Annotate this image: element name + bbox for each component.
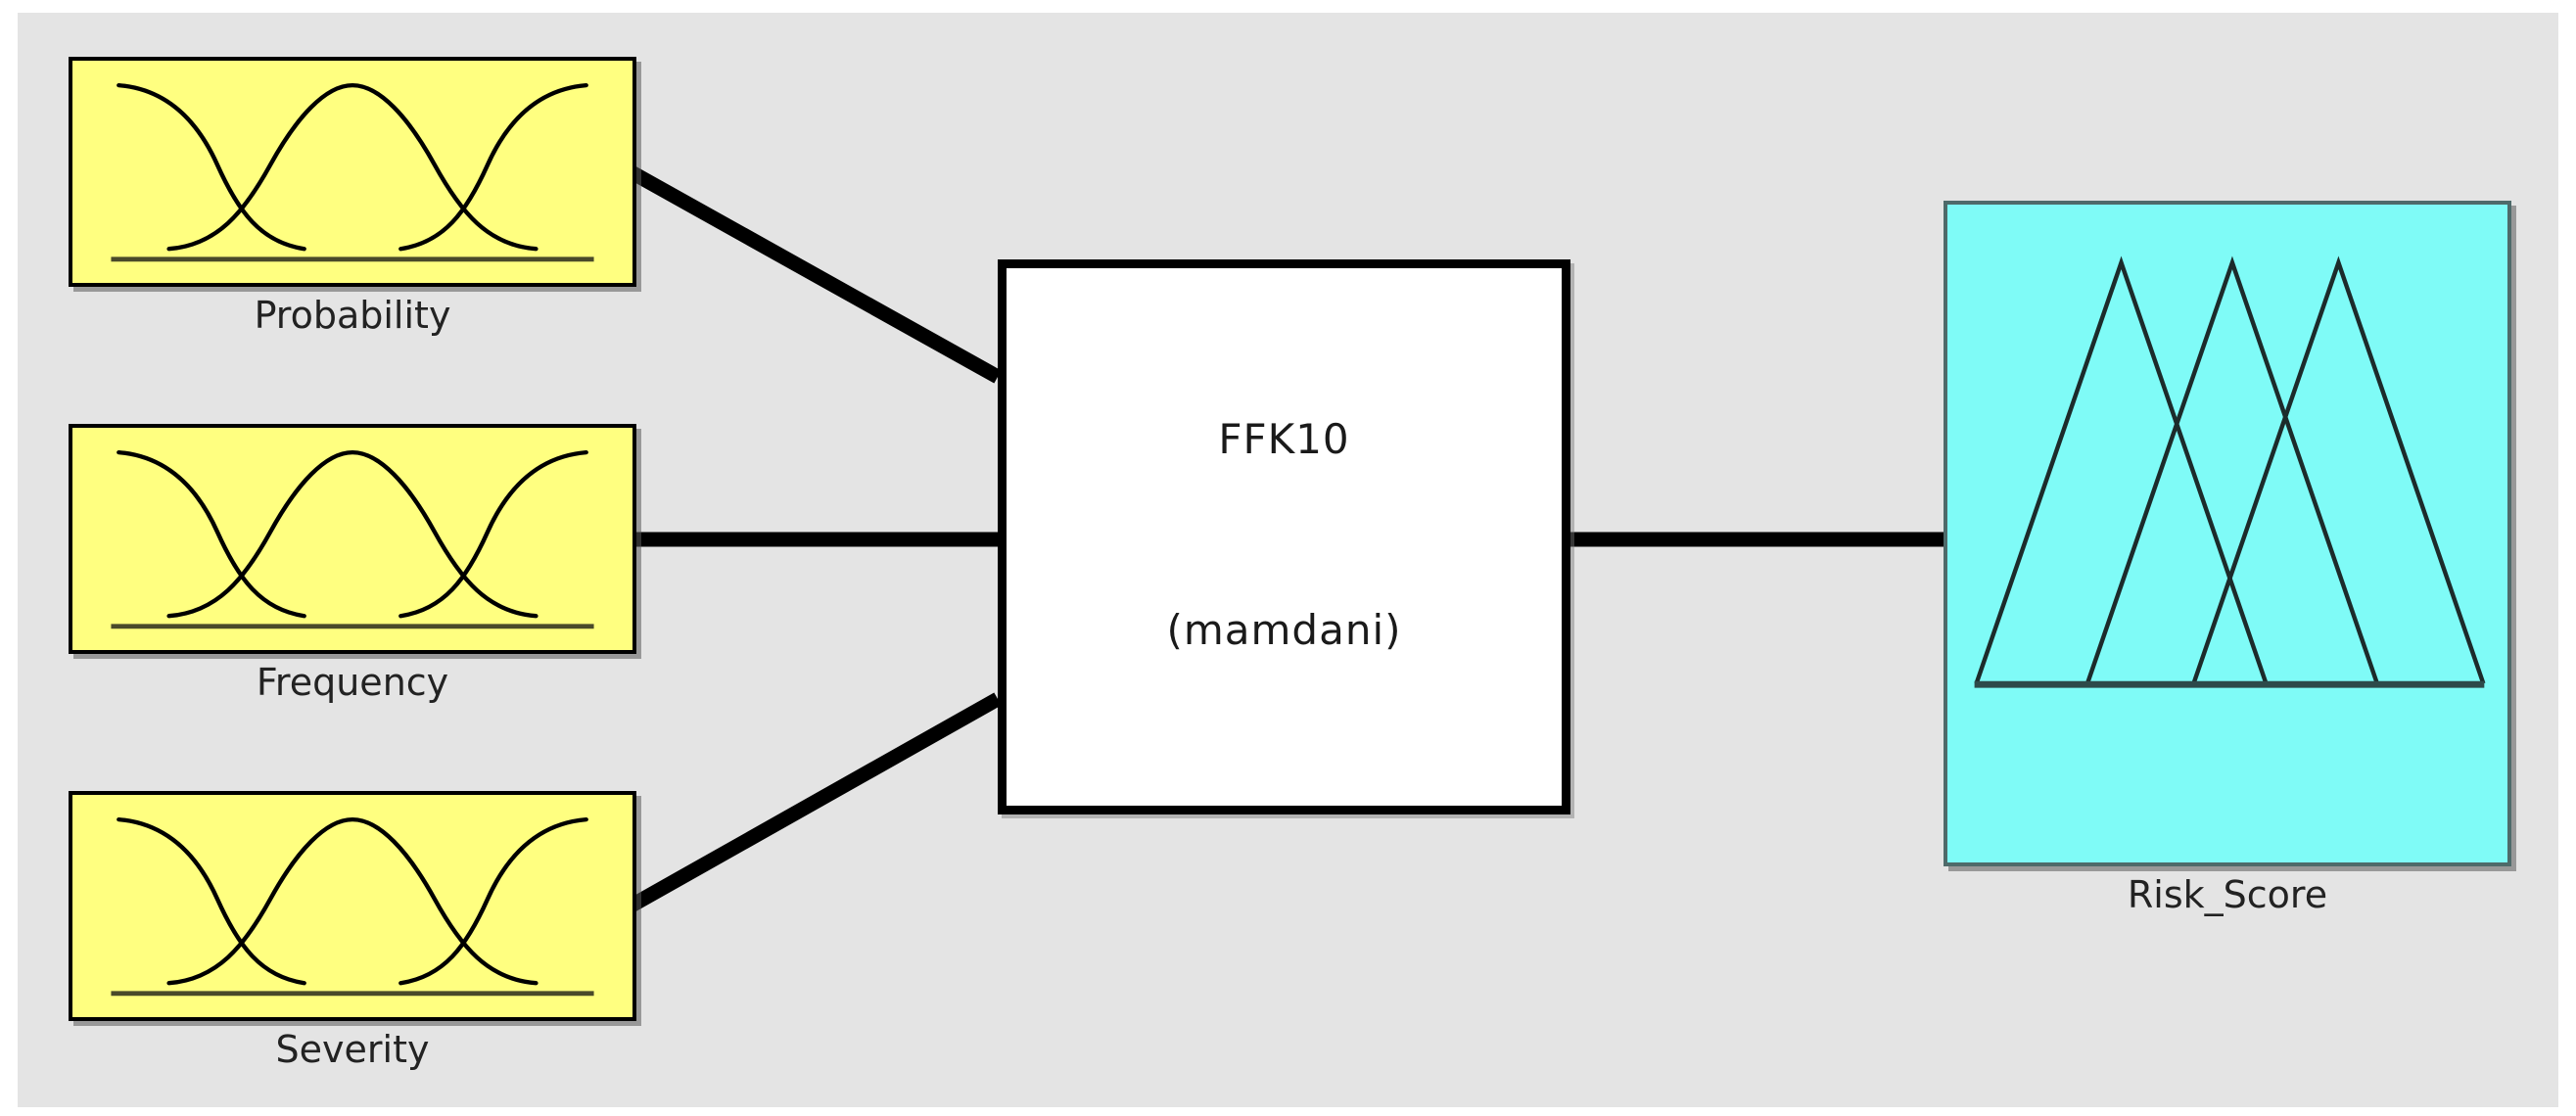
input-label-probability: Probability	[254, 294, 451, 337]
frequency-mf-plot	[111, 449, 594, 629]
input-variable-probability[interactable]	[69, 57, 636, 287]
risk-score-mf-plot	[1974, 256, 2486, 688]
input-variable-severity[interactable]	[69, 791, 636, 1021]
fis-block[interactable]: FFK10 (mamdani)	[998, 259, 1570, 814]
input-label-frequency: Frequency	[256, 661, 449, 704]
severity-mf-plot	[111, 816, 594, 997]
input-variable-frequency[interactable]	[69, 424, 636, 654]
output-label-risk-score: Risk_Score	[2127, 873, 2328, 916]
fis-type-label: (mamdani)	[1166, 606, 1402, 654]
probability-mf-plot	[111, 82, 594, 262]
output-variable-risk-score[interactable]	[1944, 201, 2511, 866]
fis-name-label: FFK10	[1218, 415, 1350, 463]
input-label-severity: Severity	[275, 1028, 430, 1071]
